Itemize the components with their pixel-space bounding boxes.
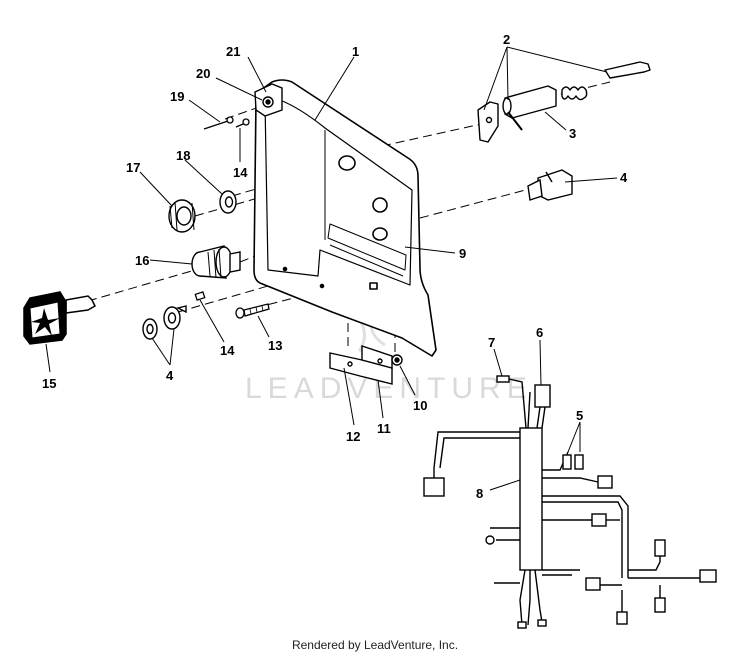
- key-15: [23, 291, 96, 345]
- callout-15: 15: [42, 376, 56, 391]
- callout-4-right: 4: [620, 170, 628, 185]
- callout-7: 7: [488, 335, 495, 350]
- footer-credit: Rendered by LeadVenture, Inc.: [291, 638, 459, 652]
- callout-19: 19: [170, 89, 184, 104]
- callout-13: 13: [268, 338, 282, 353]
- callout-11: 11: [377, 421, 391, 436]
- callout-10: 10: [413, 398, 427, 413]
- bracket-21: [254, 83, 283, 117]
- callout-17: 17: [126, 160, 140, 175]
- plunger-switch: [477, 61, 651, 143]
- toggle-switch: [527, 169, 573, 201]
- callout-14-upper: 14: [233, 165, 248, 180]
- callout-4-left: 4: [166, 368, 174, 383]
- lock-washer-18: [219, 190, 237, 214]
- callout-20: 20: [196, 66, 210, 81]
- callout-14-lower: 14: [220, 343, 235, 358]
- bracket-11-12: [329, 345, 403, 385]
- callout-2: 2: [503, 32, 510, 47]
- washers-4-left: [142, 305, 187, 340]
- callout-18: 18: [176, 148, 190, 163]
- callout-12: 12: [346, 429, 360, 444]
- callout-21: 21: [226, 44, 240, 59]
- callout-8: 8: [476, 486, 483, 501]
- callout-9: 9: [459, 246, 466, 261]
- dash-panel: [253, 79, 437, 357]
- screw-14-lower: [194, 291, 206, 301]
- ignition-switch-16: [191, 245, 241, 279]
- leader-lines: [45, 46, 618, 491]
- wiring-harness-8: [423, 375, 717, 629]
- callout-3: 3: [569, 126, 576, 141]
- screws-19-14: [203, 116, 250, 130]
- nut-17: [168, 199, 196, 233]
- callout-6: 6: [536, 325, 543, 340]
- callout-16: 16: [135, 253, 149, 268]
- callout-5: 5: [576, 408, 583, 423]
- bolt-13: [235, 303, 270, 319]
- callout-1: 1: [352, 44, 359, 59]
